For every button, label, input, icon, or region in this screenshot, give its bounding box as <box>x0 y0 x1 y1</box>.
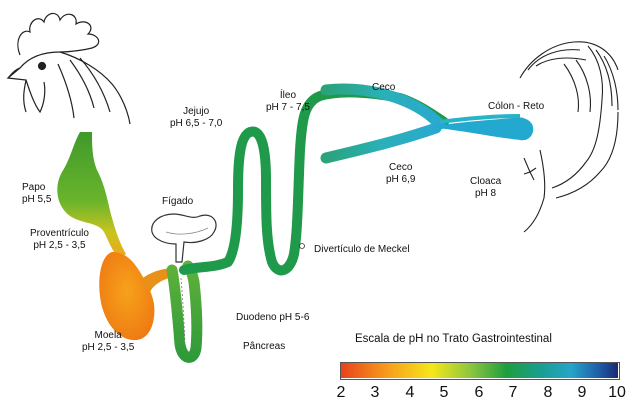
label-figado: Fígado <box>162 196 193 208</box>
scale-title: Escala de pH no Trato Gastrointestinal <box>355 333 552 345</box>
liver-shape <box>152 214 216 262</box>
rooster-tail-drawing <box>520 42 618 232</box>
scale-tick: 3 <box>365 384 385 402</box>
scale-tick: 2 <box>331 384 351 402</box>
scale-tick: 5 <box>434 384 454 402</box>
gizzard-shape <box>99 252 154 340</box>
scale-tick: 9 <box>572 384 592 402</box>
scale-bar-frame <box>340 362 620 380</box>
meckel-diverticulum-dot <box>300 244 305 249</box>
label-pancreas: Pâncreas <box>243 341 285 353</box>
scale-tick: 4 <box>400 384 420 402</box>
label-colon-reto: Cólon - Reto <box>488 101 544 113</box>
scale-tick: 8 <box>538 384 558 402</box>
cecum-upper-shape <box>326 89 440 124</box>
label-duodeno: Duodeno pH 5-6 <box>236 312 309 324</box>
scale-tick: 7 <box>503 384 523 402</box>
scale-tick: 10 <box>604 384 630 402</box>
cecum-lower-shape <box>326 128 436 158</box>
label-diverticulo: Divertículo de Meckel <box>314 244 410 256</box>
rooster-head-drawing <box>8 13 130 124</box>
scale-tick: 6 <box>469 384 489 402</box>
label-ceco-top: Ceco <box>372 82 395 94</box>
